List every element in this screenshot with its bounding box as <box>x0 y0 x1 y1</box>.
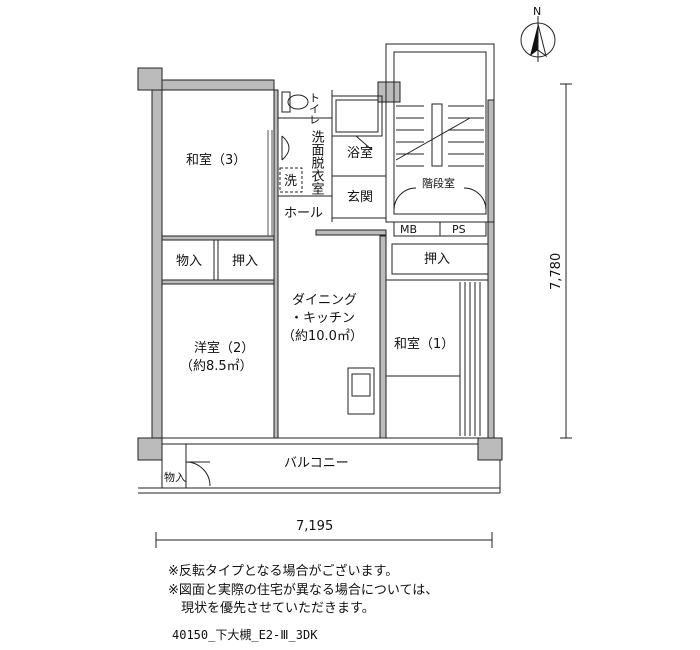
room-washitsu-3: 和室（3） <box>186 152 246 168</box>
room-monoire-left: 物入 <box>176 254 202 269</box>
note-line-2: ※図面と実際の住宅が異なる場合については、 <box>168 583 439 598</box>
room-genkan: 玄関 <box>347 190 373 205</box>
room-dk-line1: ダイニング <box>292 293 357 308</box>
room-dk-area: （約10.0㎡） <box>282 329 363 344</box>
interior-walls <box>161 89 489 439</box>
note-line-1: ※反転タイプとなる場合がございます。 <box>168 564 399 579</box>
room-oshiire-right: 押入 <box>424 252 450 267</box>
plan-code: 40150_下大槻_E2-Ⅲ_3DK <box>172 628 318 642</box>
balcony <box>138 443 501 494</box>
room-oshiire-left: 押入 <box>232 254 258 269</box>
note-line-3: 現状を優先させていただきます。 <box>168 601 375 616</box>
room-toilet: トイレ <box>308 92 321 125</box>
room-yoshitsu-area: （約8.5㎡） <box>180 359 253 374</box>
room-bath: 浴室 <box>347 145 373 161</box>
room-monoire-balcony: 物入 <box>164 470 186 484</box>
dimension-lines <box>155 83 572 548</box>
room-balcony: バルコニー <box>284 456 349 471</box>
room-washitsu-1: 和室（1） <box>394 336 454 352</box>
room-senmen-dasshitsu: 洗面脱衣室 <box>309 130 325 195</box>
room-stairwell: 階段室 <box>422 176 455 190</box>
dimension-depth: 7,780 <box>549 253 564 290</box>
compass-icon: N <box>520 5 556 62</box>
dimension-width: 7,195 <box>296 519 333 534</box>
stair <box>395 103 484 167</box>
room-dk-line2: ・キッチン <box>290 311 355 326</box>
label-ps: PS <box>452 223 466 236</box>
fixtures <box>279 91 487 211</box>
room-yoshitsu-2: 洋室（2） <box>194 340 254 356</box>
compass-north-label: N <box>533 5 541 18</box>
label-mb: MB <box>400 223 417 236</box>
label-washing-machine: 洗 <box>284 174 297 189</box>
room-hall: ホール <box>284 206 323 221</box>
